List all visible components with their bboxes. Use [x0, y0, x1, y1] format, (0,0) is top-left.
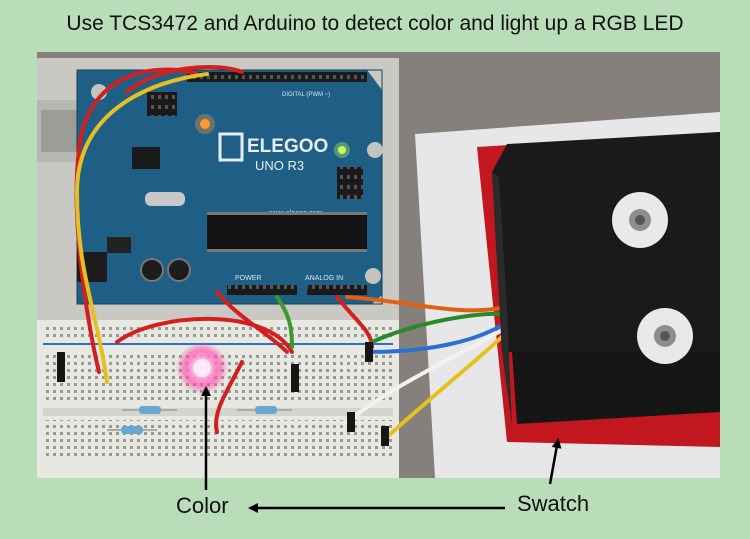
icsp-header-2 — [147, 92, 177, 116]
onboard-led-green — [338, 146, 346, 154]
digital-header — [187, 72, 367, 82]
elegoo-logo-mark — [218, 132, 244, 162]
power-header — [227, 285, 297, 295]
onboard-led-orange — [200, 119, 210, 129]
board-brand: ELEGOO — [247, 136, 328, 157]
photo-illustration: DIGITAL (PWM ~) POWER ANALOG IN ELEGOO U… — [37, 52, 720, 478]
swatch-label: Swatch — [517, 491, 590, 516]
page-title: Use TCS3472 and Arduino to detect color … — [66, 12, 684, 35]
breadboard-photo: DIGITAL (PWM ~) POWER ANALOG IN ELEGOO U… — [37, 52, 720, 478]
icsp-header — [337, 167, 363, 199]
rgb-led — [193, 359, 211, 377]
voltage-regulator — [107, 237, 131, 253]
mount-hole-2 — [367, 142, 383, 158]
resistor-3 — [107, 426, 157, 434]
resistor-2 — [237, 406, 292, 414]
usb-chip — [132, 147, 160, 169]
power-label: POWER — [235, 275, 261, 282]
analog-label: ANALOG IN — [305, 275, 343, 282]
microcontroller-chip — [207, 215, 367, 249]
mount-hole-3 — [365, 268, 381, 284]
analog-header — [307, 285, 367, 295]
color-label: Color — [176, 493, 229, 518]
crystal-oscillator — [145, 192, 185, 206]
capacitor-2 — [167, 258, 191, 282]
digital-header-label: DIGITAL (PWM ~) — [282, 92, 330, 98]
resistor-1 — [122, 406, 177, 414]
power-rail-top — [43, 327, 393, 341]
capacitor-1 — [140, 258, 164, 282]
board-model: UNO R3 — [255, 158, 304, 173]
sensor-box-top — [492, 132, 720, 352]
sensor-box-front — [512, 352, 720, 424]
arrow-to-swatch — [548, 438, 562, 485]
jumper-wires — [74, 64, 509, 439]
